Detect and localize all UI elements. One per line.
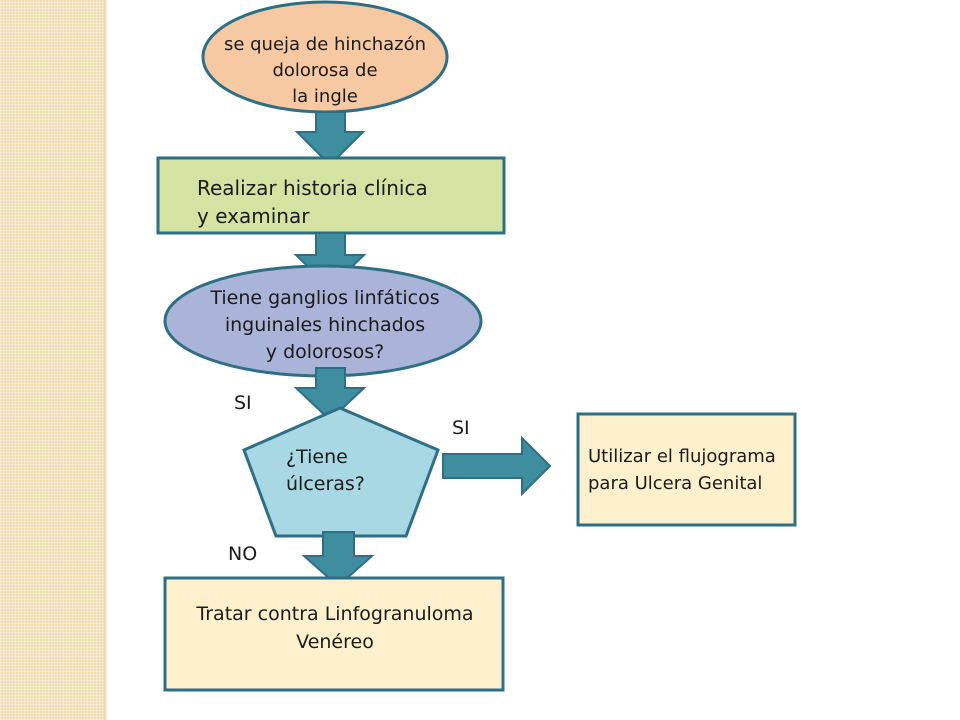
genital-label: Utilizar el flujograma para Ulcera Genit… bbox=[588, 446, 776, 494]
genital-ulcer-box bbox=[576, 412, 797, 527]
arrow-ulcers-to-treat bbox=[301, 531, 375, 588]
side-strip-edge bbox=[104, 0, 108, 720]
treatment-label: Tratar contra Linfogranuloma Venéreo bbox=[196, 603, 474, 653]
arrow-start-to-history bbox=[294, 111, 366, 167]
decorative-side-strip bbox=[0, 0, 104, 720]
arrow-ganglia-to-ulcers bbox=[293, 367, 367, 422]
ganglia-label: Tiene ganglios linfáticos inguinales hin… bbox=[210, 287, 440, 363]
edge-label-si-down: SI bbox=[234, 392, 252, 414]
edge-label-si-right: SI bbox=[452, 417, 470, 439]
history-label: Realizar historia clínica y examinar bbox=[197, 176, 428, 228]
arrow-ulcers-to-genital bbox=[442, 435, 552, 497]
history-box bbox=[156, 156, 506, 235]
treatment-box bbox=[163, 576, 505, 692]
ulcers-label: ¿Tiene úlceras? bbox=[286, 446, 365, 495]
start-label: se queja de hinchazón dolorosa de la ing… bbox=[223, 34, 427, 107]
edge-label-no-down: NO bbox=[228, 543, 258, 565]
